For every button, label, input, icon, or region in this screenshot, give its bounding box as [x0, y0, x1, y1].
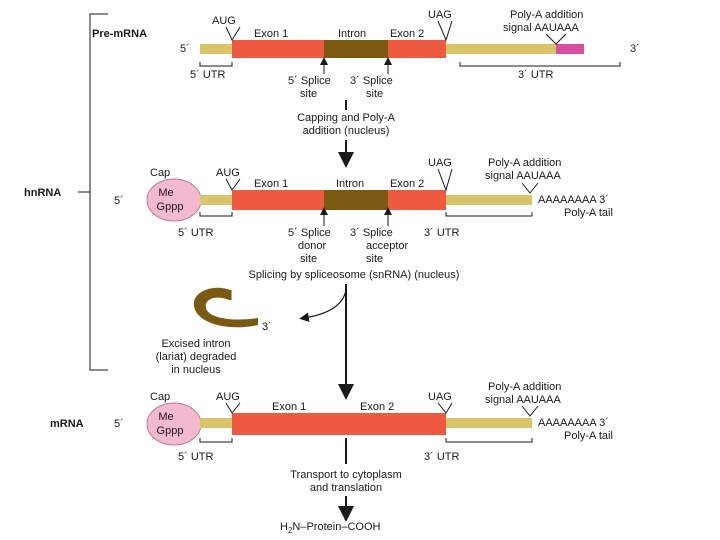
row3-five-prime: 5´ — [114, 418, 124, 430]
row1-five-splice-line1: 5´ Splice — [288, 75, 331, 87]
row3-uag-label: UAG — [428, 391, 452, 403]
row1-intron-segment — [324, 40, 388, 58]
row2-five-utr-label: 5´ UTR — [178, 227, 214, 239]
lariat-three-prime: 3´ — [262, 321, 272, 333]
row3-three-utr-segment — [446, 418, 532, 428]
row2-uag-label: UAG — [428, 157, 452, 169]
row2-polya-tail-seq: AAAAAAAA 3´ — [538, 194, 609, 206]
row2-five-splice-line1: 5´ Splice — [288, 227, 331, 239]
row2-three-site-label: site — [366, 253, 383, 265]
row3-five-utr-label: 5´ UTR — [178, 451, 214, 463]
row2-polya-signal-pointer — [521, 182, 539, 194]
row2-five-prime: 5´ — [114, 195, 124, 207]
row1-three-splice-line2: site — [366, 88, 383, 100]
row1-exon2-segment — [388, 40, 446, 58]
row1-polya-signal-pointer — [545, 33, 567, 45]
row2-aug-label: AUG — [216, 167, 240, 179]
row1-three-utr-segment — [446, 44, 556, 54]
pre-mrna-label: Pre-mRNA — [92, 28, 147, 40]
row1-polya-signal-line1: Poly-A addition — [510, 9, 583, 21]
row2-polya-tail-label: Poly-A tail — [564, 207, 613, 219]
excised-lariat — [193, 287, 258, 328]
lariat-branch-arrow — [299, 289, 347, 322]
row2-five-utr-segment — [200, 195, 232, 205]
row1-five-utr-segment — [200, 44, 232, 54]
row2-three-utr-segment — [446, 195, 532, 205]
row1-three-prime: 3´ — [630, 43, 640, 55]
row1-five-prime: 5´ — [180, 43, 190, 55]
row1-polya-signal-segment — [556, 44, 584, 54]
row3-polya-tail-label: Poly-A tail — [564, 430, 613, 442]
row2-exon1-label: Exon 1 — [254, 178, 288, 190]
row3-polya-signal-line1: Poly-A addition — [488, 381, 561, 393]
row3-coding-segment — [232, 413, 446, 435]
excised-line2: (lariat) degraded — [156, 351, 237, 363]
row1-three-utr-bracket — [459, 62, 621, 67]
row3-gppp-label: Gppp — [157, 425, 184, 437]
row2-donor-label: donor — [298, 240, 326, 252]
row2-me-label: Me — [158, 187, 173, 199]
row2-exon1-segment — [232, 190, 324, 210]
row2-intron-segment — [324, 190, 388, 210]
row3-uag-pointer — [437, 402, 453, 414]
capping-step-line2: addition (nucleus) — [303, 125, 390, 137]
transport-step-line2: and translation — [310, 482, 382, 494]
row3-polya-signal-pointer — [521, 405, 539, 417]
row2-polya-signal-line1: Poly-A addition — [488, 157, 561, 169]
row2-exon2-label: Exon 2 — [390, 178, 424, 190]
row2-five-utr-bracket — [199, 212, 233, 217]
splicing-step-label: Splicing by spliceosome (snRNA) (nucleus… — [249, 269, 460, 281]
row3-three-utr-label: 3´ UTR — [424, 451, 460, 463]
capping-step-line1: Capping and Poly-A — [297, 112, 396, 124]
row3-five-utr-bracket — [199, 438, 233, 443]
row1-polya-signal-line2: signal AAUAAA — [503, 22, 579, 34]
row2-aug-pointer — [225, 178, 241, 191]
row2-gppp-label: Gppp — [157, 201, 184, 213]
row3-polya-tail-seq: AAAAAAAA 3´ — [538, 417, 609, 429]
row1-three-splice-line1: 3´ Splice — [350, 75, 393, 87]
row2-acceptor-label: acceptor — [366, 240, 409, 252]
transport-step-line1: Transport to cytoplasm — [290, 469, 401, 481]
excised-line3: in nucleus — [171, 364, 221, 376]
row2-three-splice-line1: 3´ Splice — [350, 227, 393, 239]
row2-three-utr-bracket — [445, 212, 533, 217]
row2-cap-label: Cap — [150, 167, 170, 179]
row1-five-utr-bracket — [199, 62, 233, 67]
row1-five-utr-label: 5´ UTR — [190, 69, 226, 81]
row3-cap-ellipse — [146, 402, 202, 446]
row1-three-utr-label: 3´ UTR — [518, 69, 554, 81]
row1-aug-pointer — [225, 26, 241, 42]
row1-exon1-label: Exon 1 — [254, 28, 288, 40]
row2-three-utr-label: 3´ UTR — [424, 227, 460, 239]
row3-aug-label: AUG — [216, 391, 240, 403]
mrna-label: mRNA — [50, 418, 84, 430]
row1-exon1-segment — [232, 40, 324, 58]
row2-exon2-segment — [388, 190, 446, 210]
row1-uag-pointer — [437, 20, 453, 42]
row2-five-site-label: site — [300, 253, 317, 265]
row2-uag-pointer — [437, 168, 453, 192]
row3-five-utr-segment — [200, 418, 232, 428]
row1-exon2-label: Exon 2 — [390, 28, 424, 40]
hnrna-bracket — [78, 13, 108, 371]
row3-exon2-label: Exon 2 — [360, 401, 394, 413]
protein-product: H2N–Protein–COOH — [280, 521, 380, 535]
hnrna-label: hnRNA — [24, 187, 61, 199]
row1-intron-label: Intron — [338, 28, 366, 40]
row1-five-splice-line2: site — [300, 88, 317, 100]
row3-me-label: Me — [158, 411, 173, 423]
row3-three-utr-bracket — [445, 438, 533, 443]
row3-polya-signal-line2: signal AAUAAA — [485, 394, 561, 406]
row3-aug-pointer — [225, 402, 241, 414]
row2-cap-ellipse — [146, 178, 202, 222]
row3-exon1-label: Exon 1 — [272, 401, 306, 413]
row2-intron-label: Intron — [336, 178, 364, 190]
row1-aug-label: AUG — [212, 15, 236, 27]
row2-polya-signal-line2: signal AAUAAA — [485, 170, 561, 182]
excised-line1: Excised intron — [161, 338, 230, 350]
row3-cap-label: Cap — [150, 391, 170, 403]
row1-uag-label: UAG — [428, 9, 452, 21]
